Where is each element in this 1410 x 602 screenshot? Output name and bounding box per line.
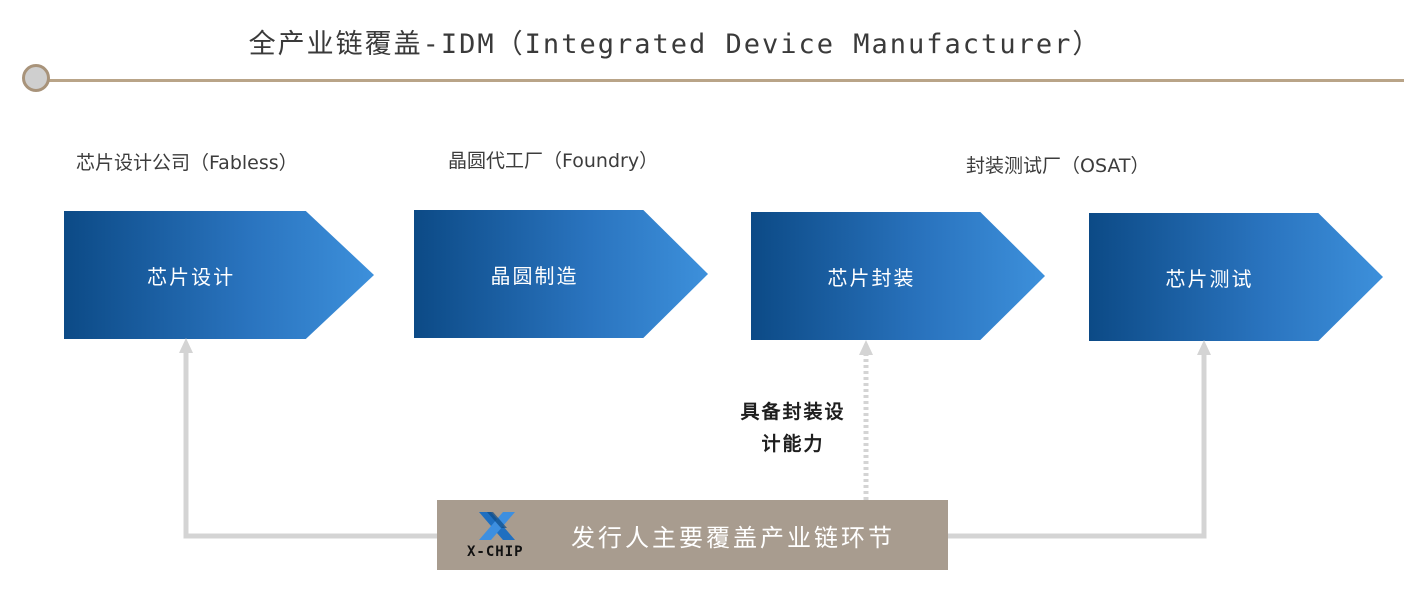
- stage-manufacturing-label: 晶圆制造: [490, 263, 579, 288]
- issuer-coverage-label: 发行人主要覆盖产业链环节: [571, 523, 895, 552]
- connector-design-arrowhead: [179, 338, 193, 353]
- xchip-logo-icon: [479, 512, 515, 540]
- packaging-design-note: 具备封装设 计能力: [728, 396, 858, 460]
- stage-design-label: 芯片设计: [147, 264, 236, 289]
- stage-packaging-arrow: 芯片封装: [751, 212, 1045, 340]
- stage-testing-arrow: 芯片测试: [1089, 213, 1383, 341]
- category-osat: 封装测试厂（OSAT）: [966, 155, 1150, 177]
- category-fabless: 芯片设计公司（Fabless）: [76, 152, 298, 174]
- connector-packaging-arrowhead: [859, 340, 873, 355]
- stage-design-arrow: 芯片设计: [64, 211, 374, 339]
- stage-testing-label: 芯片测试: [1165, 266, 1254, 291]
- connector-testing-arrowhead: [1197, 340, 1211, 355]
- diagram-title: 全产业链覆盖-IDM（Integrated Device Manufacture…: [248, 29, 1102, 60]
- issuer-coverage-bar: X-CHIP 发行人主要覆盖产业链环节: [437, 500, 948, 570]
- note-line-2: 计能力: [761, 433, 825, 455]
- stage-manufacturing-arrow: 晶圆制造: [414, 210, 708, 338]
- connector-testing: [948, 352, 1207, 539]
- title-bullet-icon: [22, 64, 50, 92]
- stage-packaging-label: 芯片封装: [827, 265, 916, 290]
- category-foundry: 晶圆代工厂（Foundry）: [448, 150, 659, 172]
- xchip-logo-text: X-CHIP: [467, 544, 524, 560]
- title-rule: [38, 79, 1404, 82]
- xchip-logo: X-CHIP: [437, 500, 557, 570]
- note-line-1: 具备封装设: [740, 401, 846, 423]
- connector-design: [183, 350, 437, 539]
